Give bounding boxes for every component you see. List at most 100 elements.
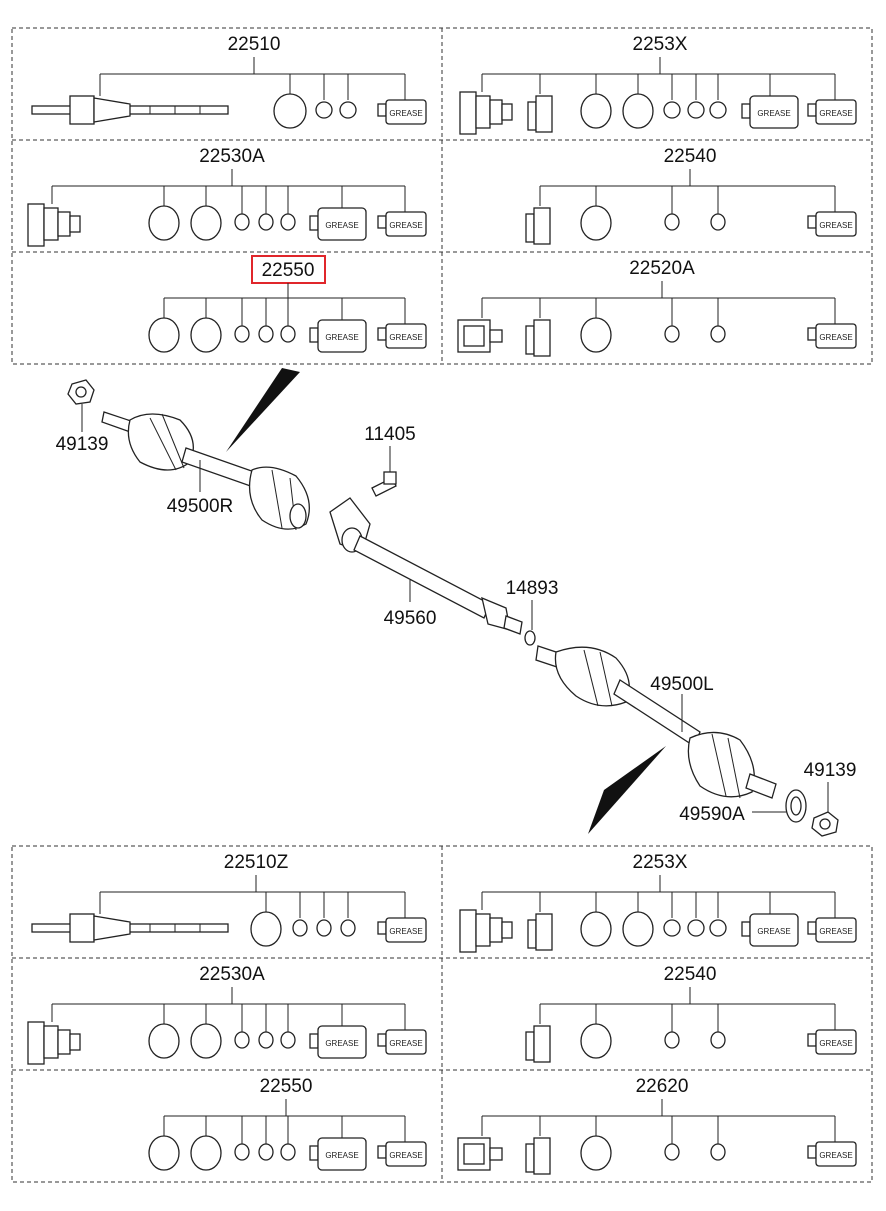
kit-label: 2253X [633, 34, 688, 55]
kit-label: 22510Z [224, 852, 289, 873]
clamp-ring-icon [580, 1135, 612, 1171]
small-ring-icon [234, 1143, 250, 1161]
kit-label: 22540 [664, 964, 717, 985]
pointer-wedge-bottom [588, 746, 666, 834]
clamp-ring-icon [622, 911, 654, 947]
kit-cell-22620[interactable]: 22620 GREASE [457, 1076, 857, 1175]
svg-text:GREASE: GREASE [757, 927, 790, 936]
kit-label: 22540 [664, 146, 717, 167]
svg-text:GREASE: GREASE [389, 221, 422, 230]
svg-text:GREASE: GREASE [819, 221, 852, 230]
small-ring-icon [258, 1143, 274, 1161]
svg-text:GREASE: GREASE [819, 927, 852, 936]
kit-cell-22540-bottom[interactable]: 22540 GREASE [525, 964, 857, 1063]
small-ring-icon [710, 1031, 726, 1049]
small-ring-icon [664, 1143, 680, 1161]
tripod-housing-icon [457, 319, 503, 353]
grease-tube-icon: GREASE [377, 323, 427, 349]
small-ring-icon [710, 213, 726, 231]
kit-label: 22550 [260, 1076, 313, 1097]
callout-label: 49500L [650, 674, 713, 695]
kit-cell-2253x-bottom[interactable]: 2253X GREASE [459, 852, 857, 953]
small-ring-icon [663, 101, 681, 119]
svg-text:GREASE: GREASE [819, 1151, 852, 1160]
clamp-ring-icon [622, 93, 654, 129]
kit-cell-22550[interactable]: 22550 GREASE GREASE [148, 255, 427, 353]
kit-cell-22510z[interactable]: 22510Z GREASE [31, 852, 427, 947]
small-ring-icon [234, 1031, 250, 1049]
small-ring-icon [687, 101, 705, 119]
callout-label: 49590A [679, 804, 745, 825]
small-boot-icon [525, 207, 551, 245]
kit-cell-22540[interactable]: 22540 GREASE [525, 146, 857, 245]
small-ring-icon [234, 325, 250, 343]
pointer-wedge-top [226, 368, 300, 452]
kit-cell-22530a[interactable]: 22530A GREASE GREASE [27, 146, 427, 247]
snap-ring[interactable]: 14893 [506, 578, 559, 646]
small-ring-icon [292, 919, 308, 937]
clamp-ring-icon [273, 93, 307, 129]
small-ring-icon [258, 1031, 274, 1049]
small-ring-icon [663, 919, 681, 937]
kit-label: 22530A [199, 146, 265, 167]
hub-nut-right[interactable]: 49139 [56, 379, 109, 455]
svg-text:GREASE: GREASE [325, 1039, 358, 1048]
grease-tube-icon: GREASE [807, 211, 857, 237]
kit-label: 22550 [262, 260, 315, 281]
drive-shaft-right[interactable]: 49500R [101, 411, 310, 531]
clamp-ring-icon [580, 1023, 612, 1059]
bracket-bolt[interactable]: 11405 [364, 424, 416, 497]
grease-tube-icon: GREASE [377, 99, 427, 125]
clamp-ring-icon [190, 1023, 222, 1059]
hub-nut-left[interactable]: 49139 [804, 760, 857, 837]
clamp-ring-icon [190, 1135, 222, 1171]
clamp-ring-icon [190, 317, 222, 353]
outer-cv-joint-shaft-icon [31, 95, 229, 125]
boot-icon [27, 1021, 81, 1065]
intermediate-shaft[interactable]: 49560 [329, 497, 523, 635]
svg-text:GREASE: GREASE [389, 927, 422, 936]
callout-label: 49500R [167, 496, 234, 517]
grease-tube-large-icon: GREASE [309, 1025, 367, 1059]
clamp-ring-icon [148, 1135, 180, 1171]
small-boot-icon [525, 319, 551, 357]
clamp-ring-icon [580, 205, 612, 241]
boot-icon [27, 203, 81, 247]
clamp-ring-icon [148, 1023, 180, 1059]
small-ring-icon [258, 325, 274, 343]
boot-icon [459, 91, 513, 135]
kit-label: 22530A [199, 964, 265, 985]
svg-text:GREASE: GREASE [389, 1151, 422, 1160]
callout-label: 14893 [506, 578, 559, 599]
kit-label: 2253X [633, 852, 688, 873]
kit-cell-2253x[interactable]: 2253X GREASE [459, 34, 857, 135]
grease-tube-large-icon: GREASE [309, 207, 367, 241]
kit-cell-22550-bottom[interactable]: 22550 GREASE GREASE [148, 1076, 427, 1171]
callout-label: 49139 [56, 434, 109, 455]
drive-shaft-left[interactable]: 49500L [535, 645, 777, 799]
svg-text:GREASE: GREASE [389, 109, 422, 118]
small-ring-icon [315, 101, 333, 119]
kit-cell-22510[interactable]: 22510 GREASE [31, 34, 427, 129]
top-kit-table: 22510 GREASE 2253X [11, 27, 873, 365]
small-ring-icon [340, 919, 356, 937]
small-boot-icon [525, 1137, 551, 1175]
callout-label: 11405 [364, 424, 415, 445]
clamp-ring-icon [250, 911, 282, 947]
grease-tube-large-icon: GREASE [741, 95, 799, 129]
tripod-housing-icon [457, 1137, 503, 1171]
svg-text:GREASE: GREASE [819, 109, 852, 118]
clamp-ring-icon [580, 317, 612, 353]
tone-ring[interactable]: 49590A [679, 789, 807, 825]
clamp-ring-icon [190, 205, 222, 241]
small-boot-icon [525, 1025, 551, 1063]
small-ring-icon [339, 101, 357, 119]
svg-text:GREASE: GREASE [819, 333, 852, 342]
small-ring-icon [664, 325, 680, 343]
small-boot-icon [527, 913, 553, 951]
kit-cell-22520a[interactable]: 22520A GREASE [457, 258, 857, 357]
kit-cell-22530a-bottom[interactable]: 22530A GREASE GREASE [27, 964, 427, 1065]
small-ring-icon [280, 325, 296, 343]
small-ring-icon [710, 325, 726, 343]
